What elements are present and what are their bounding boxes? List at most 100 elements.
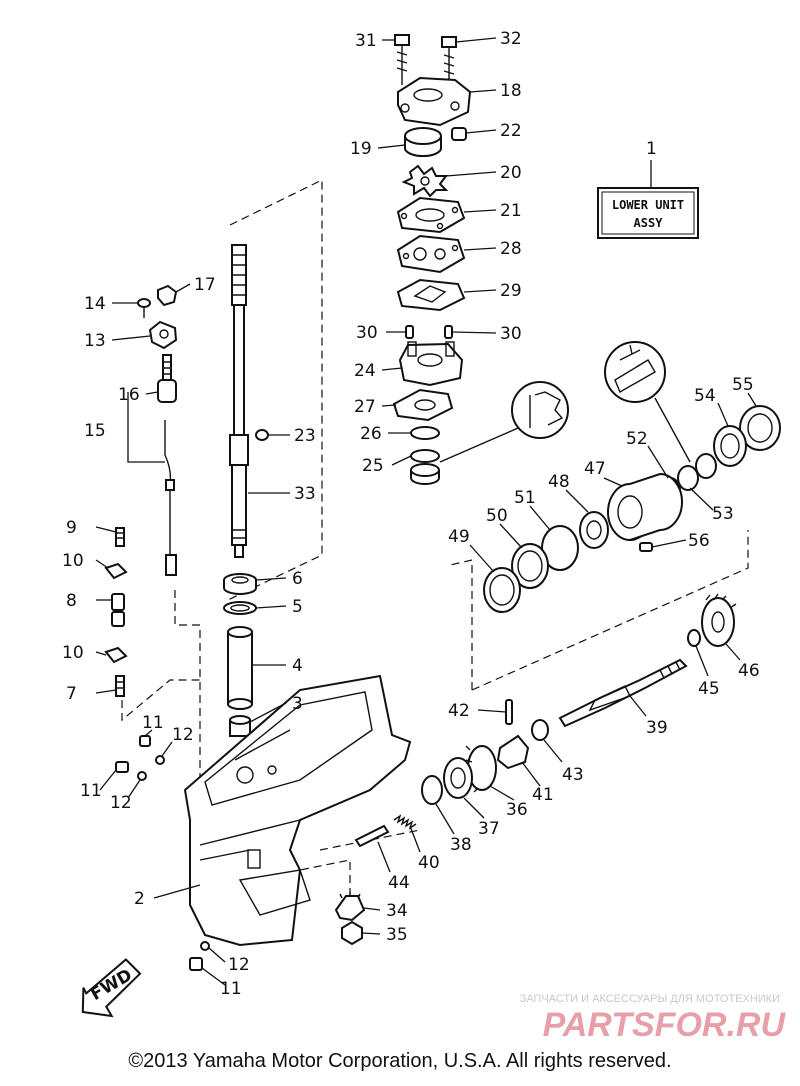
callout-12-a: 12: [172, 725, 194, 745]
grommet-16[interactable]: [157, 354, 177, 403]
bearing-37[interactable]: [443, 757, 473, 799]
shim-38[interactable]: [421, 775, 443, 805]
clamp-10-upper[interactable]: [104, 562, 128, 580]
lower-casing-2[interactable]: [183, 674, 412, 947]
impeller-20[interactable]: [401, 164, 449, 198]
shim-50[interactable]: [511, 543, 549, 589]
callout-21: 21: [500, 201, 522, 221]
partsfor-watermark: ЗАПЧАСТИ И АКСЕССУАРЫ ДЛЯ МОТОТЕХНИКИ PA…: [520, 993, 787, 1044]
callout-13: 13: [84, 331, 106, 351]
callout-4: 4: [292, 656, 303, 676]
callout-54: 54: [694, 386, 716, 406]
callout-12-b: 12: [110, 793, 132, 813]
shift-plunger-44[interactable]: [354, 824, 390, 848]
o-ring-26[interactable]: [410, 426, 440, 440]
nut-35[interactable]: [341, 920, 363, 946]
bolt-31[interactable]: [394, 34, 410, 85]
callout-52: 52: [626, 429, 648, 449]
oil-seal-25[interactable]: [410, 449, 440, 485]
seal-5[interactable]: [223, 601, 257, 615]
bolt-32[interactable]: [441, 36, 457, 82]
callout-43: 43: [562, 765, 584, 785]
pin-56[interactable]: [639, 542, 653, 552]
pinion-34[interactable]: [334, 892, 366, 922]
hose-nozzle-7[interactable]: [115, 675, 125, 697]
collar-3[interactable]: [229, 715, 251, 737]
lower-unit-assy-box: LOWER UNIT ASSY: [597, 160, 699, 239]
callout-1: 1: [646, 139, 657, 159]
pin-23[interactable]: [255, 429, 269, 441]
washer-54[interactable]: [713, 425, 747, 467]
propeller-shaft-39[interactable]: [558, 658, 688, 728]
washer-45[interactable]: [687, 629, 701, 647]
plug-11-a[interactable]: [139, 735, 151, 747]
cross-pin-42[interactable]: [505, 699, 513, 725]
callout-34: 34: [386, 901, 408, 921]
dowel-pin-30-right[interactable]: [444, 325, 453, 339]
callout-3: 3: [292, 694, 303, 714]
callout-24: 24: [354, 361, 376, 381]
callout-22: 22: [500, 121, 522, 141]
shim-49[interactable]: [483, 567, 521, 613]
drive-shaft-33[interactable]: [229, 244, 249, 558]
callout-51: 51: [514, 488, 536, 508]
thrust-washer-55[interactable]: [739, 405, 781, 451]
callout-7: 7: [66, 684, 77, 704]
leader-lines: [95, 37, 757, 986]
callout-40: 40: [418, 853, 440, 873]
plug-11-c[interactable]: [189, 957, 203, 971]
dog-clutch-41[interactable]: [496, 734, 530, 770]
gasket-12-b[interactable]: [137, 771, 147, 781]
callout-48: 48: [548, 472, 570, 492]
callout-12-c: 12: [228, 955, 250, 975]
bearing-48[interactable]: [579, 511, 609, 549]
oil-seal-6[interactable]: [223, 573, 257, 595]
shift-rod-15[interactable]: [164, 420, 177, 576]
shift-rod-lever-13[interactable]: [148, 320, 178, 350]
callout-17: 17: [194, 275, 216, 295]
callout-11-a: 11: [142, 713, 164, 733]
insert-22[interactable]: [451, 127, 467, 141]
drive-shaft-group: [104, 244, 269, 737]
watermark-brand: PARTSFOR.RU: [543, 1006, 787, 1044]
cartridge-19[interactable]: [404, 127, 442, 157]
callout-50: 50: [486, 506, 508, 526]
propeller-shaft-group: [334, 341, 781, 946]
callout-6: 6: [292, 569, 303, 589]
bearing-housing-47[interactable]: [607, 472, 683, 541]
gasket-12-a[interactable]: [155, 755, 165, 765]
callout-11-b: 11: [80, 781, 102, 801]
assy-box-line2: ASSY: [634, 216, 664, 230]
circlip-43[interactable]: [531, 719, 549, 741]
gasket-29[interactable]: [396, 278, 466, 312]
pump-housing-18[interactable]: [397, 76, 472, 127]
gasket-27[interactable]: [392, 388, 454, 422]
outer-plate-28[interactable]: [396, 234, 466, 274]
bushing-4[interactable]: [227, 626, 253, 710]
seal-detail-inset: [439, 381, 569, 463]
callout-2: 2: [134, 889, 145, 909]
reverse-gear-46[interactable]: [701, 593, 737, 647]
callout-11-c: 11: [220, 979, 242, 999]
gasket-12-c[interactable]: [200, 941, 210, 951]
gasket-21[interactable]: [396, 196, 466, 234]
clamp-10-lower[interactable]: [104, 646, 128, 664]
callout-33: 33: [294, 484, 316, 504]
assy-box-line1: LOWER UNIT: [612, 198, 684, 212]
forward-gear-36[interactable]: [465, 745, 497, 793]
callout-46: 46: [738, 661, 760, 681]
nut-17[interactable]: [157, 284, 178, 307]
plug-11-b[interactable]: [115, 761, 129, 773]
hose-8[interactable]: [111, 593, 125, 627]
spring-40[interactable]: [393, 814, 417, 830]
o-ring-51[interactable]: [541, 525, 579, 571]
dowel-pin-30-left[interactable]: [405, 325, 414, 339]
seal-53[interactable]: [677, 453, 717, 491]
callout-45: 45: [698, 679, 720, 699]
pump-case-24[interactable]: [398, 341, 464, 387]
hose-joint-9[interactable]: [115, 527, 125, 547]
fwd-arrow: FWD: [81, 958, 142, 1018]
bolt-14[interactable]: [137, 298, 151, 318]
callout-23: 23: [294, 426, 316, 446]
